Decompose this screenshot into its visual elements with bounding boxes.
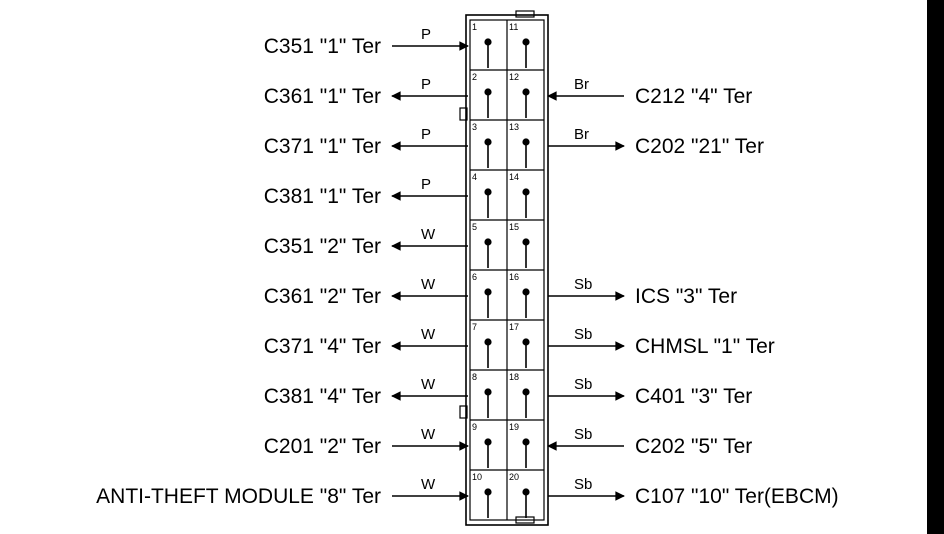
wire-color-code: W [421,226,436,243]
terminal-label: C351 "2" Ter [264,235,381,258]
pin-terminal-12 [522,88,530,96]
wire-color-code: Sb [574,376,592,393]
wire-color-code: W [421,476,436,493]
connector-housing [459,10,549,526]
pin-number-13: 13 [509,122,519,132]
pin-number-3: 3 [472,122,477,132]
pin-terminal-6 [484,288,492,296]
wire-color-code: Br [574,126,589,143]
connector-row: 4 14 P C381 "1" Ter [264,169,544,218]
pin-terminal-14 [522,188,530,196]
pin-number-7: 7 [472,322,477,332]
pin-terminal-9 [484,438,492,446]
pin-terminal-17 [522,338,530,346]
connector-row: 5 15 W C351 "2" Ter [264,219,544,268]
pin-number-20: 20 [509,472,519,482]
pin-number-6: 6 [472,272,477,282]
pin-number-16: 16 [509,272,519,282]
terminal-label: C107 "10" Ter(EBCM) [635,485,839,508]
wire-color-code: P [421,126,431,143]
pin-terminal-1 [484,38,492,46]
wire-color-code: W [421,276,436,293]
terminal-label: C361 "1" Ter [264,85,381,108]
pin-terminal-7 [484,338,492,346]
terminal-label: C401 "3" Ter [635,385,752,408]
terminal-label: C202 "21" Ter [635,135,764,158]
pin-number-18: 18 [509,372,519,382]
wire-color-code: P [421,76,431,93]
terminal-label: C381 "1" Ter [264,185,381,208]
pin-number-12: 12 [509,72,519,82]
pin-terminal-11 [522,38,530,46]
pin-terminal-2 [484,88,492,96]
terminal-label: C202 "5" Ter [635,435,752,458]
terminal-label: C351 "1" Ter [264,35,381,58]
pin-number-2: 2 [472,72,477,82]
wire-color-code: Sb [574,426,592,443]
pin-number-19: 19 [509,422,519,432]
pin-number-4: 4 [472,172,477,182]
pin-number-17: 17 [509,322,519,332]
wire-color-code: W [421,376,436,393]
pin-terminal-8 [484,388,492,396]
terminal-label: C381 "4" Ter [264,385,381,408]
pin-number-11: 11 [509,22,518,32]
wire-color-code: Sb [574,476,592,493]
right-edge-bar [927,0,944,534]
pin-number-1: 1 [472,22,477,32]
pin-terminal-19 [522,438,530,446]
pin-terminal-3 [484,138,492,146]
wire-color-code: Br [574,76,589,93]
terminal-label: C371 "4" Ter [264,335,381,358]
pin-number-5: 5 [472,222,477,232]
pin-terminal-10 [484,488,492,496]
terminal-label: ICS "3" Ter [635,285,737,308]
terminal-label: C361 "2" Ter [264,285,381,308]
pin-terminal-5 [484,238,492,246]
terminal-label: ANTI-THEFT MODULE "8" Ter [96,485,381,508]
pin-terminal-15 [522,238,530,246]
terminal-label: C201 "2" Ter [264,435,381,458]
pin-number-8: 8 [472,372,477,382]
terminal-label: C371 "1" Ter [264,135,381,158]
pin-number-10: 10 [472,472,482,482]
pin-number-15: 15 [509,222,519,232]
wire-color-code: P [421,176,431,193]
pin-terminal-20 [522,488,530,496]
terminal-label: C212 "4" Ter [635,85,752,108]
terminal-label: CHMSL "1" Ter [635,335,775,358]
pin-terminal-4 [484,188,492,196]
pin-terminal-13 [522,138,530,146]
wire-color-code: W [421,426,436,443]
pin-number-9: 9 [472,422,477,432]
pin-terminal-16 [522,288,530,296]
pin-number-14: 14 [509,172,519,182]
wire-color-code: W [421,326,436,343]
pin-terminal-18 [522,388,530,396]
wire-color-code: Sb [574,326,592,343]
wire-color-code: P [421,26,431,43]
wire-color-code: Sb [574,276,592,293]
